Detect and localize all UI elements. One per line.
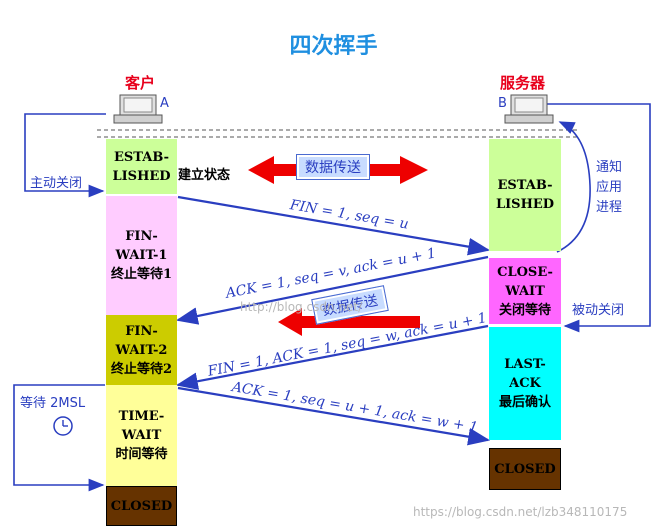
- page-title: 四次挥手: [289, 34, 378, 59]
- data-transfer-arrow-2: [278, 308, 420, 336]
- client-state-fin-wait-1: FIN-WAIT-1 终止等待1: [106, 196, 177, 315]
- watermark-url: http://blog.csdn.net/: [240, 300, 363, 314]
- passive-close-note: 被动关闭: [572, 303, 625, 318]
- client-letter: A: [160, 96, 169, 111]
- watermark-bottom: https://blog.csdn.net/lzb348110175: [413, 505, 628, 519]
- wait-2msl-note: 等待 2MSL: [20, 396, 86, 411]
- server-state-last-ack: LAST-ACK 最后确认: [489, 327, 561, 440]
- fin1-arrow: [177, 195, 491, 256]
- ack1-arrow: [175, 255, 489, 325]
- data-transfer-badge: 数据传送: [296, 154, 370, 180]
- server-label: 服务器: [500, 74, 546, 92]
- established-label: 建立状态: [178, 168, 231, 183]
- server-computer-icon: [504, 94, 554, 124]
- passive-close-arrow: [530, 103, 651, 333]
- server-state-close-wait: CLOSE-WAIT 关闭等待: [489, 258, 561, 324]
- wait-2msl-arrow: [13, 384, 105, 492]
- client-computer-icon: [113, 94, 163, 124]
- notify-app-note: 通知 应用 进程: [596, 160, 623, 215]
- client-state-time-wait: TIME-WAIT 时间等待: [106, 385, 177, 486]
- notify-app-arrow: [556, 121, 591, 253]
- server-state-closed: CLOSED: [489, 448, 561, 490]
- server-state-established: ESTAB- LISHED: [489, 139, 561, 251]
- client-label: 客户: [125, 74, 156, 92]
- fin2-arrow: [175, 324, 489, 390]
- client-state-closed: CLOSED: [106, 486, 177, 526]
- server-letter: B: [498, 96, 507, 111]
- client-state-fin-wait-2: FIN-WAIT-2 终止等待2: [106, 315, 177, 385]
- active-close-note: 主动关闭: [30, 176, 83, 191]
- active-close-arrow: [24, 113, 106, 198]
- client-state-established: ESTAB- LISHED: [106, 139, 177, 194]
- ack2-arrow: [177, 386, 491, 446]
